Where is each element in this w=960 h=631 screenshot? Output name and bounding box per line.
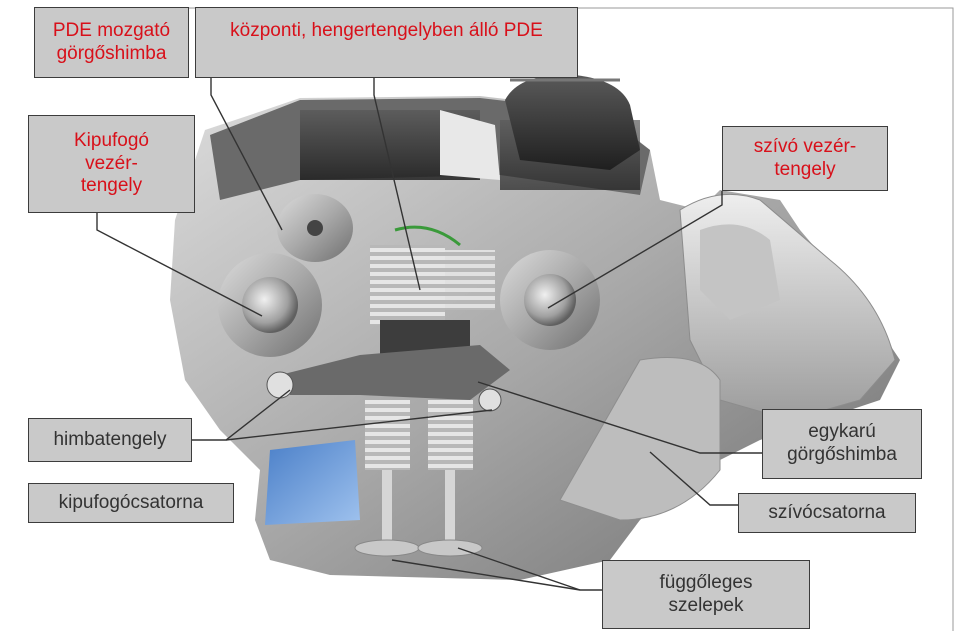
exhaust-camshaft-end	[218, 253, 322, 357]
valve-springs	[365, 400, 473, 470]
leader-vertical-valves-2	[457, 547, 581, 591]
label-exhaust-camshaft: Kipufogó vezér- tengely	[28, 115, 195, 213]
exhaust-port-channel	[265, 440, 360, 525]
leader-pde-roller-rocker	[210, 78, 283, 231]
label-central-pde: központi, hengertengelyben álló PDE	[195, 7, 578, 78]
leader-intake-port	[649, 451, 738, 506]
valve-stems	[354, 470, 483, 557]
pde-drive-roller	[277, 194, 353, 262]
label-exhaust-port: kipufogócsatorna	[28, 483, 234, 523]
label-intake-port: szívócsatorna	[738, 493, 916, 533]
label-vertical-valves: függőleges szelepek	[602, 560, 810, 629]
leader-single-arm-roller-rocker	[477, 381, 762, 454]
roller-rocker-arms	[266, 345, 510, 412]
black-cover-cap	[505, 74, 640, 170]
leader-exhaust-camshaft	[96, 213, 263, 317]
leader-intake-camshaft	[547, 191, 723, 309]
leader-lines	[96, 78, 762, 591]
label-intake-camshaft: szívó vezér- tengely	[722, 126, 888, 191]
label-rocker-shaft: himbatengely	[28, 418, 192, 462]
label-single-arm-roller-rocker: egykarú görgőshimba	[762, 409, 922, 479]
leader-central-pde	[373, 78, 421, 291]
intake-camshaft-end	[500, 250, 600, 350]
label-pde-roller-rocker: PDE mozgató görgőshimba	[34, 7, 189, 78]
leader-rocker-shaft-2	[225, 409, 493, 441]
